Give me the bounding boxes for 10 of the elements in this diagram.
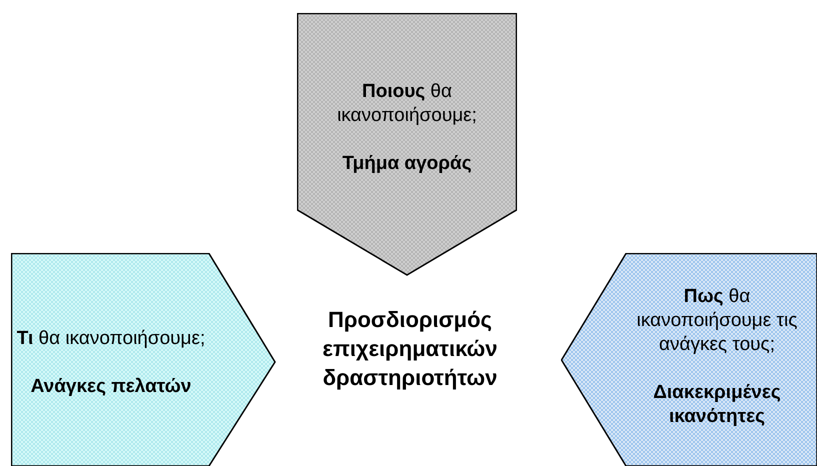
question-text: Τι θα ικανοποιήσουμε; bbox=[16, 327, 206, 351]
answer-text: Ανάγκες πελατών bbox=[30, 375, 192, 399]
question-text: Ποιους θα ικανοποιήσουμε; bbox=[336, 80, 478, 128]
center-title: Προσδιορισμός επιχειρηματικών δραστηριοτήτων bbox=[322, 306, 498, 392]
pentagon-shape bbox=[297, 13, 517, 276]
answer-text: Τμήμα αγοράς bbox=[342, 152, 472, 176]
question-text: Πως θα ικανοποιήσουμε τις ανάγκες τους; bbox=[636, 285, 798, 357]
pentagon-shape bbox=[11, 253, 276, 466]
answer-text: Διακεκριμένες ικανότητες bbox=[652, 381, 782, 429]
pentagon-shape bbox=[561, 253, 817, 466]
